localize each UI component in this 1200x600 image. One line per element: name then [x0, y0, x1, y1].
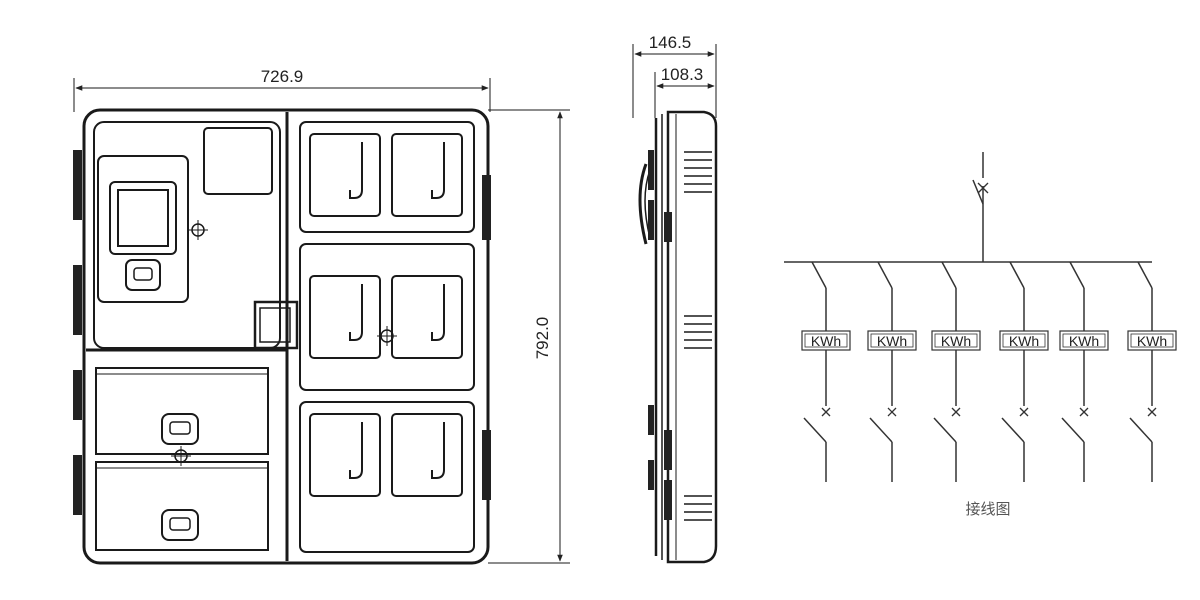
meter-window [97, 155, 189, 303]
lower-switch-blade [869, 417, 893, 443]
kwh-meter-inner [934, 333, 978, 348]
wiring-caption: 接线图 [965, 500, 1010, 518]
hinge-block [253, 300, 299, 350]
lower-panel-1 [95, 367, 269, 455]
kwh-meter-inner [1002, 333, 1046, 348]
upper-switch-blade [811, 261, 827, 289]
width-label: 726.9 [261, 67, 304, 86]
lower-switch-blade [1061, 417, 1085, 443]
meter-branch: KWh [1059, 261, 1109, 482]
meter-branch: KWh [999, 261, 1049, 482]
lower-switch-blade [1129, 417, 1153, 443]
right-side-ribs [482, 175, 491, 500]
outer-depth-dimension: 146.5 [632, 33, 717, 118]
lower-switch-blade [933, 417, 957, 443]
kwh-label: KWh [1137, 333, 1167, 349]
side-body [666, 110, 718, 564]
upper-switch-blade [1137, 261, 1153, 289]
side-ribs [648, 150, 672, 520]
lower-switch-blade [803, 417, 827, 443]
meter-branch: KWh [931, 261, 981, 482]
side-vents [684, 151, 712, 521]
upper-switch-blade [1069, 261, 1085, 289]
upper-switch-blade [1009, 261, 1025, 289]
height-dimension: 792.0 [488, 109, 570, 564]
kwh-label: KWh [1009, 333, 1039, 349]
small-window [203, 127, 273, 195]
upper-switch-blade [941, 261, 957, 289]
width-dimension: 726.9 [73, 67, 491, 112]
kwh-meter-inner [870, 333, 914, 348]
kwh-label: KWh [1069, 333, 1099, 349]
kwh-meter-inner [1062, 333, 1106, 348]
upper-switch-blade [877, 261, 893, 289]
height-label: 792.0 [533, 317, 552, 360]
wiring-diagram: KWh KWh KWh KWh KWh KWh [784, 152, 1177, 482]
left-side-ribs [73, 150, 82, 515]
kwh-label: KWh [811, 333, 841, 349]
kwh-meter-inner [1130, 333, 1174, 348]
meter-branch: KWh [867, 261, 917, 482]
lower-panel-2 [95, 461, 269, 551]
front-view: 726.9 792.0 [73, 67, 570, 565]
meter-compartments [299, 121, 475, 553]
inner-depth-label: 108.3 [661, 65, 704, 84]
meter-branch: KWh [1127, 261, 1177, 482]
lower-switch-blade [1001, 417, 1025, 443]
side-handle [638, 163, 648, 245]
kwh-meter-inner [804, 333, 848, 348]
kwh-label: KWh [941, 333, 971, 349]
enclosure-body [82, 108, 490, 565]
kwh-label: KWh [877, 333, 907, 349]
meter-branch: KWh [801, 261, 851, 482]
side-view: 146.5 108.3 [632, 33, 718, 564]
handle-1 [161, 413, 199, 445]
inner-depth-dimension: 108.3 [654, 65, 715, 118]
handle-2 [161, 509, 199, 541]
outer-depth-label: 146.5 [649, 33, 692, 52]
